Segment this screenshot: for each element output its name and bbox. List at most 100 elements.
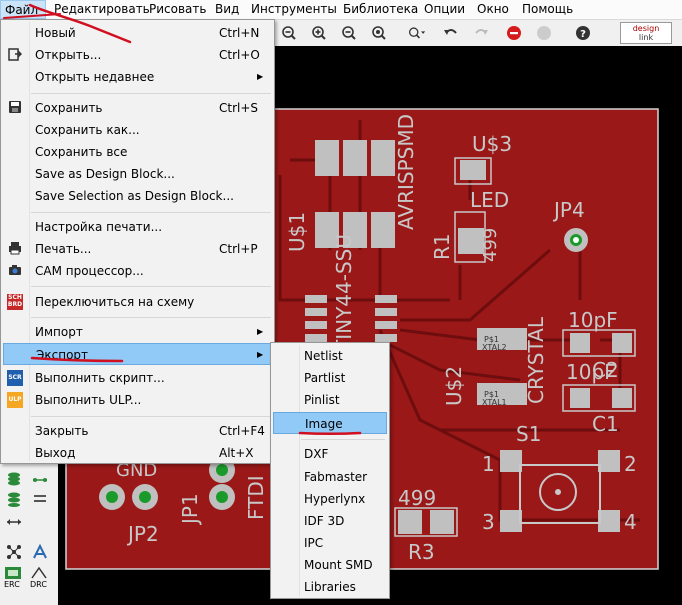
menu-separator [31, 286, 271, 287]
menu-item-save-all[interactable]: Сохранить все [3, 141, 273, 163]
export-item-idf3d[interactable]: IDF 3D [273, 510, 387, 532]
ratsnest-icon[interactable] [6, 544, 22, 563]
label-u3: U$3 [472, 132, 513, 156]
export-item-ipc[interactable]: IPC [273, 532, 387, 554]
menu-item-save-selection-design-block[interactable]: Save Selection as Design Block... [3, 185, 273, 207]
menu-item-cam[interactable]: CAM процессор... [3, 260, 273, 282]
undo-icon[interactable] [442, 24, 460, 42]
export-item-libraries[interactable]: Libraries [273, 576, 387, 598]
design-link-text-top: design [632, 24, 660, 33]
menu-item-open-recent[interactable]: Открыть недавнее ▶ [3, 66, 273, 88]
menu-item-exit-shortcut: Alt+X [219, 446, 254, 460]
label-jp1: JP1 [178, 493, 202, 524]
export-item-netlist-label: Netlist [304, 349, 343, 363]
menu-options[interactable]: Опции [420, 0, 469, 19]
label-u2: U$2 [442, 365, 466, 406]
export-item-partlist-label: Partlist [304, 371, 346, 385]
design-link-text-bottom: link [638, 33, 654, 42]
export-submenu: Netlist Partlist Pinlist Image DXF Fabma… [270, 342, 390, 599]
menu-help[interactable]: Помощь [518, 0, 577, 19]
menu-separator [31, 317, 271, 318]
export-item-partlist[interactable]: Partlist [273, 367, 387, 389]
menu-item-save-as-label: Сохранить как... [35, 123, 140, 137]
wire-icon[interactable] [32, 474, 48, 488]
zoom-in-icon[interactable] [310, 24, 328, 42]
menu-tools-label: Инструменты [251, 2, 337, 16]
menu-item-save-design-block-label: Save as Design Block... [35, 167, 175, 181]
label-pin-4: 4 [624, 510, 637, 534]
zoom-select-icon[interactable] [408, 24, 426, 42]
submenu-arrow-icon: ▶ [257, 327, 264, 336]
zoom-redraw-icon[interactable] [370, 24, 388, 42]
menu-window[interactable]: Окно [473, 0, 513, 19]
menu-view-label: Вид [215, 2, 240, 16]
menu-edit[interactable]: Редактировать [50, 0, 154, 19]
label-c1: C1 [592, 412, 619, 436]
label-p2: P$1 [484, 335, 500, 344]
drc-icon[interactable]: DRC [30, 566, 50, 589]
design-link-button[interactable]: design link [620, 22, 672, 44]
export-submenu-gutter-divider [299, 345, 300, 596]
menu-draw[interactable]: Рисовать [145, 0, 210, 19]
export-item-netlist[interactable]: Netlist [273, 345, 387, 367]
menu-item-new-label: Новый [35, 26, 76, 40]
menu-item-save-all-label: Сохранить все [35, 145, 128, 159]
menu-item-switch-schematic[interactable]: SCH BRD Переключиться на схему [3, 291, 273, 313]
menu-item-print[interactable]: Печать... Ctrl+P [3, 238, 273, 260]
zoom-fit-icon[interactable] [280, 24, 298, 42]
autorouter-icon[interactable] [32, 543, 48, 563]
menu-item-new[interactable]: Новый Ctrl+N [3, 22, 273, 44]
export-submenu-gutter [271, 343, 298, 598]
menu-file[interactable]: Файл [0, 0, 46, 19]
toolbar: ? [270, 20, 682, 47]
label-r3: R3 [408, 540, 435, 564]
stop-icon[interactable] [505, 24, 523, 42]
menu-item-close[interactable]: Закрыть Ctrl+F4 [3, 420, 273, 442]
redo-icon[interactable] [472, 24, 490, 42]
menu-view[interactable]: Вид [211, 0, 243, 19]
menu-item-run-ulp[interactable]: ULP Выполнить ULP... [3, 389, 273, 411]
tool-lines-icon[interactable] [32, 491, 48, 510]
menu-item-save-design-block[interactable]: Save as Design Block... [3, 163, 273, 185]
label-pin-2: 2 [624, 452, 637, 476]
menu-item-run-script-label: Выполнить скрипт... [35, 371, 165, 385]
label-pin-3: 3 [482, 510, 495, 534]
menu-options-label: Опции [424, 2, 466, 16]
scr-icon: SCR [7, 370, 23, 386]
menu-item-open[interactable]: Открыть... Ctrl+O [3, 44, 273, 66]
menu-item-save-label: Сохранить [35, 101, 103, 115]
export-item-pinlist[interactable]: Pinlist [273, 389, 387, 411]
menu-item-run-script[interactable]: SCR Выполнить скрипт... [3, 367, 273, 389]
label-pin-1: 1 [482, 452, 495, 476]
export-item-hyperlynx[interactable]: Hyperlynx [273, 488, 387, 510]
menu-item-exit[interactable]: Выход Alt+X [3, 442, 273, 464]
label-r1-value: 499 [480, 227, 501, 262]
export-item-idf3d-label: IDF 3D [304, 514, 345, 528]
go-icon[interactable] [535, 24, 553, 42]
measure-icon[interactable] [6, 516, 22, 530]
export-item-fabmaster[interactable]: Fabmaster [273, 466, 387, 488]
zoom-out-icon[interactable] [340, 24, 358, 42]
svg-text:?: ? [580, 29, 586, 40]
layers-icon[interactable] [6, 471, 22, 490]
label-avrispsmd: AVRISPSMD [394, 114, 418, 230]
file-menu: Новый Ctrl+N Открыть... Ctrl+O Открыть н… [0, 19, 275, 464]
menu-item-switch-schematic-label: Переключиться на схему [35, 295, 195, 309]
export-item-mount-smd[interactable]: Mount SMD [273, 554, 387, 576]
menu-tools[interactable]: Инструменты [247, 0, 341, 19]
menu-item-print-setup[interactable]: Настройка печати... [3, 216, 273, 238]
help-icon[interactable]: ? [574, 24, 592, 42]
export-item-image[interactable]: Image [273, 412, 387, 434]
stack-icon[interactable] [6, 491, 22, 510]
menu-item-print-shortcut: Ctrl+P [219, 242, 258, 256]
save-icon [7, 100, 23, 116]
menu-item-export[interactable]: Экспорт ▶ [3, 343, 273, 365]
menu-item-import[interactable]: Импорт ▶ [3, 321, 273, 343]
export-item-dxf[interactable]: DXF [273, 443, 387, 465]
menu-item-save-as[interactable]: Сохранить как... [3, 119, 273, 141]
erc-icon[interactable]: ERC [4, 566, 22, 589]
menu-item-save[interactable]: Сохранить Ctrl+S [3, 97, 273, 119]
label-r1: R1 [430, 233, 454, 260]
menu-library[interactable]: Библиотека [339, 0, 422, 19]
label-u1: U$1 [285, 211, 309, 252]
